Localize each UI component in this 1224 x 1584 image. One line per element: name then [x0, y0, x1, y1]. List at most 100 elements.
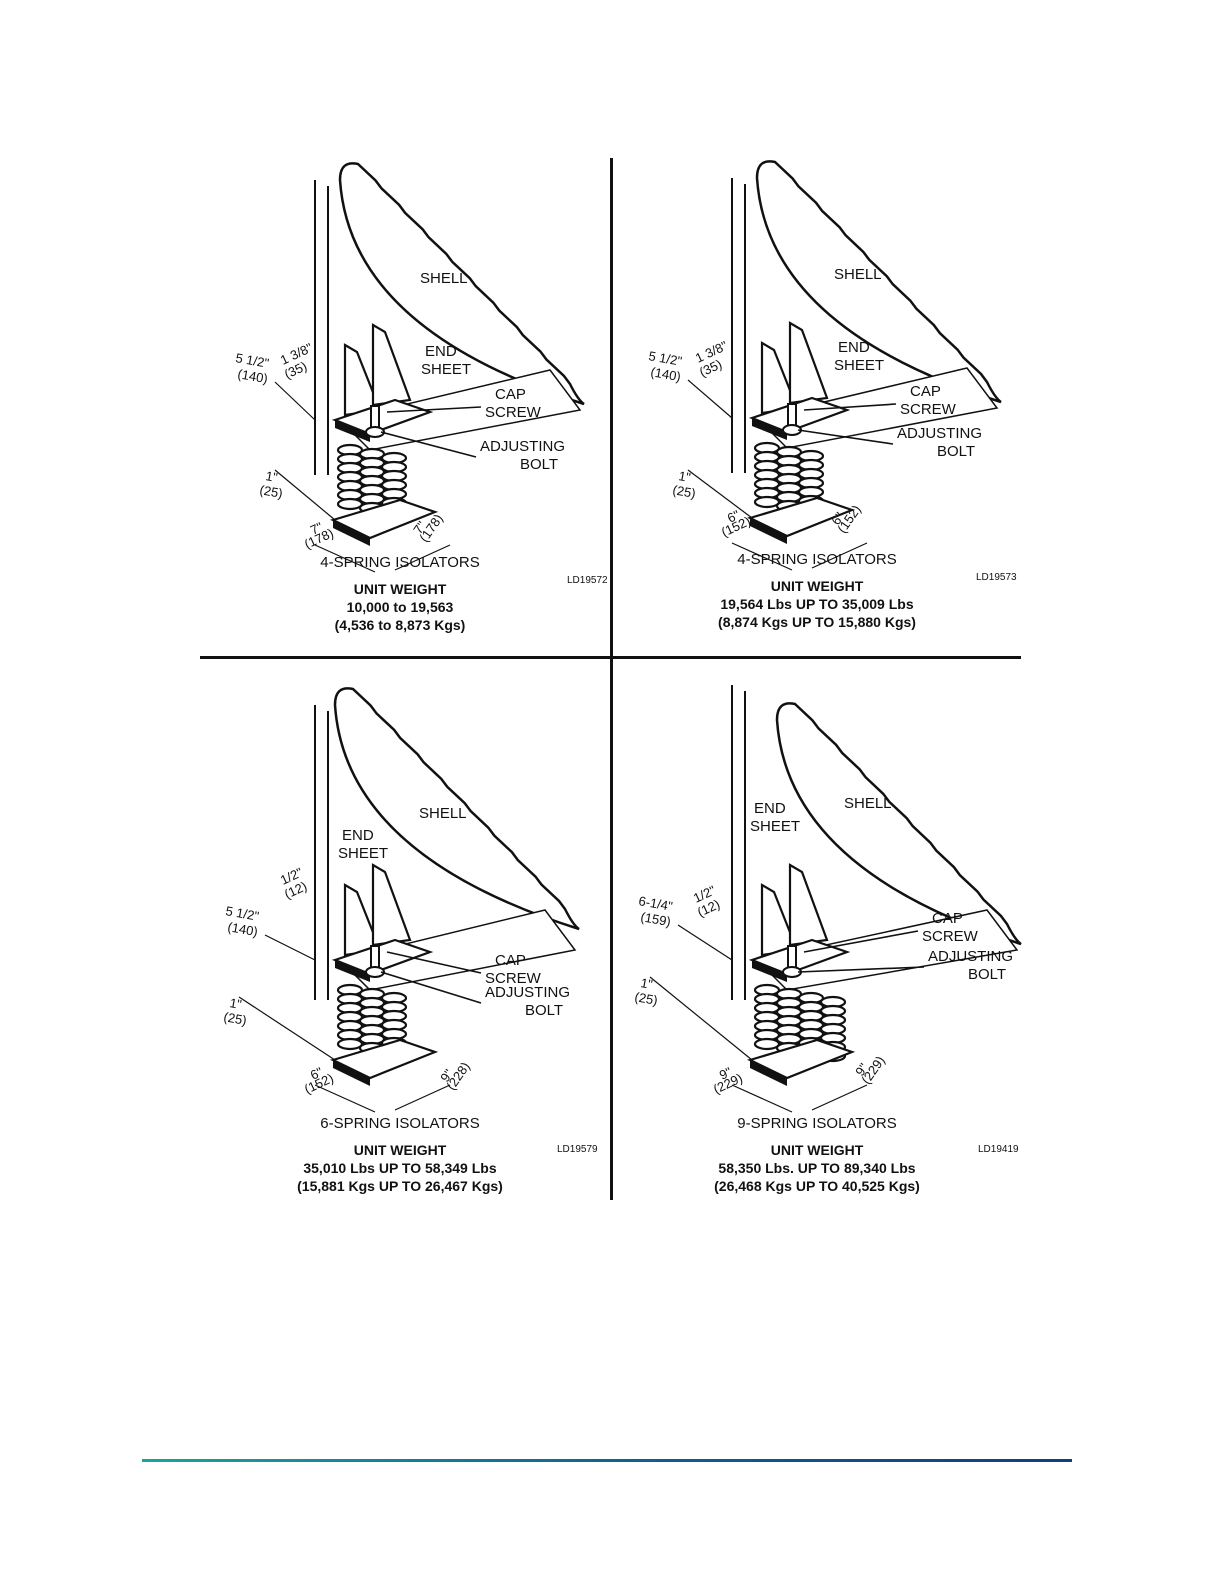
- adjusting-bolt-label: BOLT: [968, 966, 1006, 983]
- support-plane: [755, 909, 1019, 991]
- support-plane: [338, 909, 577, 991]
- end-sheet-label: SHEET: [421, 361, 471, 378]
- end-sheet-label: END: [754, 800, 786, 817]
- dimension-line: [731, 1084, 793, 1113]
- horizontal-divider: [200, 656, 1021, 659]
- end-sheet-label: SHEET: [750, 818, 800, 835]
- unit-weight-kgs: (8,874 Kgs UP TO 15,880 Kgs): [718, 614, 916, 630]
- height-dimension: 5 1/2": [647, 348, 683, 369]
- isolator-caption: 4-SPRING ISOLATORS: [737, 551, 897, 568]
- shell-outline: [755, 160, 1002, 404]
- clearance-dimension: 1": [264, 468, 279, 485]
- clearance-dimension: (25): [258, 482, 283, 501]
- end-sheet-label: END: [342, 827, 374, 844]
- dimension-line: [811, 1084, 868, 1111]
- base-plate: [329, 498, 439, 540]
- end-sheet-label: SHEET: [338, 845, 388, 862]
- height-dimension: (140): [236, 366, 269, 386]
- dimension-line: [731, 542, 793, 571]
- cap-screw-leader: [803, 930, 919, 953]
- adjusting-bolt-label: ADJUSTING: [928, 948, 1013, 965]
- base-plate-edge: [333, 1060, 370, 1086]
- shell-label: SHELL: [844, 795, 892, 812]
- shell-outline: [333, 687, 580, 931]
- cap-screw-leader: [386, 951, 482, 974]
- height-dimension: 5 1/2": [234, 350, 270, 371]
- end-sheet-label: END: [838, 339, 870, 356]
- gusset-right: [788, 321, 829, 405]
- top-plate-edge: [752, 418, 787, 440]
- base-plate: [746, 1038, 856, 1080]
- shell-label: SHELL: [419, 805, 467, 822]
- height-dimension: (140): [226, 919, 259, 939]
- length-dimension: (229): [711, 1070, 745, 1096]
- unit-weight-kgs: (4,536 to 8,873 Kgs): [334, 617, 466, 633]
- clearance-dimension: (25): [633, 989, 658, 1008]
- length-dimension: (152): [302, 1070, 336, 1096]
- figure-code: LD19572: [567, 575, 608, 586]
- top-plate-edge: [752, 960, 787, 982]
- top-plate-edge: [335, 420, 370, 442]
- dimension-line: [687, 469, 753, 519]
- height-dimension: (159): [639, 909, 672, 929]
- clearance-dimension: 1": [677, 468, 692, 485]
- end-sheet-label: END: [425, 343, 457, 360]
- adjusting-bolt-nut: [365, 966, 385, 978]
- cap-screw-label: SCREW: [485, 970, 542, 987]
- dimension-line: [274, 469, 336, 521]
- base-plate-edge: [750, 518, 787, 544]
- top-plate-edge: [335, 960, 370, 982]
- shell-outline: [775, 702, 1022, 946]
- adjusting-bolt-leader: [797, 966, 925, 973]
- dimension-line: [687, 379, 733, 419]
- shell-label: SHELL: [834, 266, 882, 283]
- unit-weight-lbs: 19,564 Lbs UP TO 35,009 Lbs: [720, 596, 914, 612]
- shell-outline: [338, 162, 585, 406]
- gusset-right: [371, 323, 412, 407]
- height-dimension: 5 1/2": [224, 903, 260, 924]
- cap-screw-label: SCREW: [485, 404, 542, 421]
- base-plate-edge: [333, 520, 370, 546]
- dimension-line: [394, 544, 451, 571]
- adjusting-bolt-label: BOLT: [525, 1002, 563, 1019]
- figure-code: LD19573: [976, 572, 1017, 583]
- cap-screw-label: SCREW: [922, 928, 979, 945]
- figure-code: LD19419: [978, 1144, 1019, 1155]
- adjusting-bolt-leader: [797, 429, 894, 445]
- isolator-caption: 4-SPRING ISOLATORS: [320, 554, 480, 571]
- height-dimension: 6-1/4": [637, 893, 674, 914]
- unit-weight-kgs: (26,468 Kgs UP TO 40,525 Kgs): [714, 1178, 920, 1194]
- unit-weight-heading: UNIT WEIGHT: [353, 581, 447, 597]
- length-dimension: (178): [302, 525, 336, 551]
- isolator-caption: 9-SPRING ISOLATORS: [737, 1115, 897, 1132]
- dimension-line: [649, 976, 753, 1061]
- clearance-dimension: 1": [639, 975, 654, 992]
- figure-code: LD19579: [557, 1144, 598, 1155]
- cap-screw-label: CAP: [910, 383, 941, 400]
- clearance-dimension: (25): [222, 1009, 247, 1028]
- gusset-right: [788, 863, 829, 947]
- dimension-line: [677, 924, 733, 961]
- base-plate: [746, 496, 856, 538]
- support-plane: [338, 369, 582, 451]
- dimension-line: [274, 381, 316, 421]
- cap-screw-label: CAP: [495, 386, 526, 403]
- isolator-caption: 6-SPRING ISOLATORS: [320, 1115, 480, 1132]
- base-plate-edge: [750, 1060, 787, 1086]
- spring-assembly: [753, 441, 825, 517]
- dimension-line: [238, 996, 336, 1061]
- length-dimension: (152): [719, 513, 753, 539]
- unit-weight-heading: UNIT WEIGHT: [770, 578, 864, 594]
- unit-weight-kgs: (15,881 Kgs UP TO 26,467 Kgs): [297, 1178, 503, 1194]
- adjusting-bolt-label: BOLT: [937, 443, 975, 460]
- adjusting-bolt-label: ADJUSTING: [897, 425, 982, 442]
- unit-weight-lbs: 35,010 Lbs UP TO 58,349 Lbs: [303, 1160, 497, 1176]
- cap-screw-label: CAP: [932, 910, 963, 927]
